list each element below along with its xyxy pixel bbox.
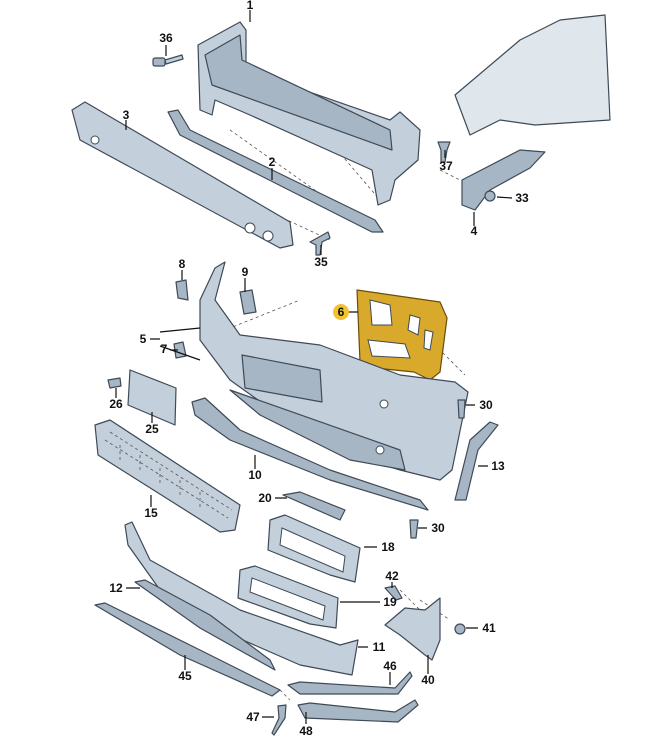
part-26-clip[interactable] [107,377,122,389]
label-48: 48 [299,724,313,738]
part-13-arch-trim[interactable] [454,421,499,501]
label-18: 18 [381,540,395,554]
part-1-crossmember[interactable] [197,21,421,206]
part-46-trim[interactable] [287,671,413,695]
fender [454,14,611,136]
part-35-clip[interactable] [309,231,331,256]
part-25-plate[interactable] [127,369,177,426]
label-2: 2 [269,155,276,169]
label-45: 45 [178,669,192,683]
label-30-a: 30 [479,398,493,412]
label-13: 13 [491,459,505,473]
label-15: 15 [144,506,158,520]
leader-lines [115,10,513,724]
part-19-grille-frame[interactable] [237,565,339,629]
label-10: 10 [248,468,262,482]
label-11: 11 [373,640,386,654]
label-8: 8 [179,257,186,271]
label-1: 1 [247,0,254,12]
part-40-deflector[interactable] [384,597,441,661]
label-3: 3 [123,108,130,122]
part-11-lower-trim[interactable] [124,521,359,676]
part-8-cap[interactable] [175,279,189,301]
part-30-screw-b[interactable] [409,519,419,539]
part-36-bolt[interactable] [152,54,184,67]
part-3-energy-absorber[interactable] [71,101,294,249]
label-37: 37 [439,159,453,173]
part-41-nut[interactable] [454,623,466,635]
label-36: 36 [159,31,173,45]
part-18-grille-frame[interactable] [267,514,361,583]
part-10-spoiler[interactable] [191,397,429,511]
part-48-trim[interactable] [297,699,419,723]
label-41: 41 [482,621,496,635]
part-15-grille[interactable] [94,419,241,533]
part-12-strip[interactable] [134,579,276,671]
label-12: 12 [109,581,123,595]
label-19: 19 [383,595,397,609]
label-9: 9 [242,265,249,279]
part-47-clip[interactable] [271,704,287,736]
label-42: 42 [385,569,399,583]
part-20-trim[interactable] [282,491,346,521]
part-37-screw[interactable] [437,141,451,163]
label-46: 46 [383,659,397,673]
part-33-nut[interactable] [484,190,496,202]
label-5: 5 [140,332,147,346]
label-26: 26 [109,397,123,411]
highlight-marker-6 [333,304,349,320]
label-20: 20 [258,491,272,505]
part-6-bracket-highlighted[interactable] [356,289,448,381]
part-30-screw-a[interactable] [457,399,466,419]
label-40: 40 [421,673,435,687]
label-7: 7 [161,342,168,356]
part-5-bumper-cover[interactable] [199,261,469,481]
part-4-bracket[interactable] [461,149,546,211]
label-33: 33 [515,191,529,205]
part-45-strip[interactable] [94,602,281,697]
part-9-cap[interactable] [239,289,257,315]
part-2-strip[interactable] [167,109,384,233]
label-4: 4 [471,224,478,238]
part-labels: 1 36 3 2 37 33 4 35 8 9 6 5 7 26 25 30 1… [109,0,529,738]
label-30-b: 30 [431,521,445,535]
label-6: 6 [338,305,345,319]
label-47: 47 [246,710,260,724]
label-25: 25 [145,422,159,436]
label-35: 35 [314,255,328,269]
